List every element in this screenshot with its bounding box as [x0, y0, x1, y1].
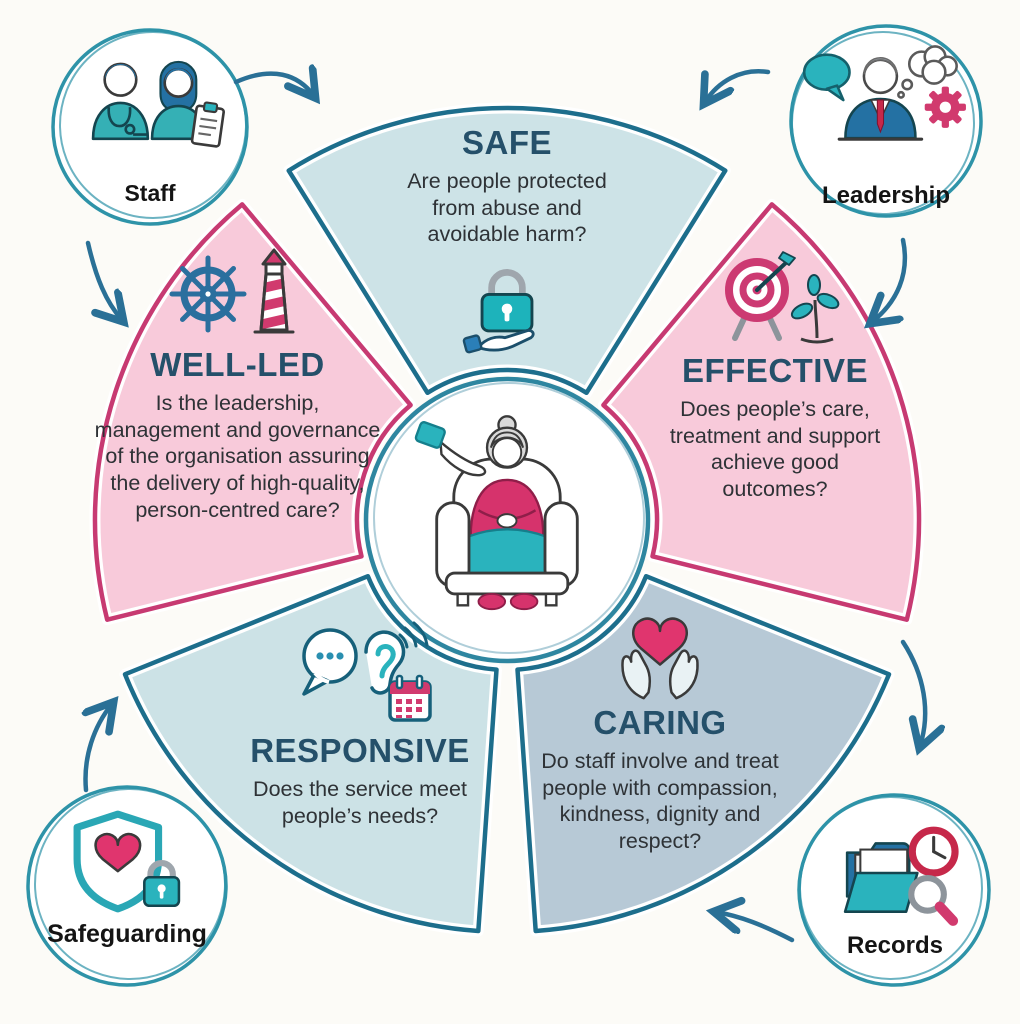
arrow-safeguarding-to-responsive: [86, 704, 112, 793]
segment-effective-shape: [601, 202, 922, 622]
wheel-segments: [89, 102, 925, 937]
segment-safe-shape: [286, 105, 728, 396]
business-leader-icon: [802, 45, 966, 141]
segment-caring-question: Do staff involve and treat people with c…: [541, 749, 779, 853]
segment-caring-shape: [515, 573, 892, 934]
hands-holding-heart-icon: [621, 617, 699, 700]
ship-wheel-lighthouse-icon: [169, 248, 294, 334]
arrow-leadership-to-safe: [705, 69, 771, 102]
records-label: Records: [846, 932, 944, 959]
safeguarding-label: Safeguarding: [47, 920, 207, 948]
segment-well-led-shape: [92, 202, 413, 622]
segment-safe-question: Are people protected from abuse and avoi…: [407, 169, 607, 247]
segment-safe: SAFE Are people protected from abuse and…: [325, 122, 689, 354]
segment-responsive-question: Does the service meet people’s needs?: [253, 777, 467, 828]
arrow-staff-to-well-led: [85, 240, 122, 320]
speech-bubble-ear-calendar-icon: [302, 621, 432, 722]
arrow-leadership-to-effective: [872, 237, 908, 322]
arrow-staff-to-safe: [233, 74, 314, 96]
arrow-caring-to-records: [900, 639, 925, 746]
segment-well-led-title: WELL-LED: [150, 346, 325, 383]
segment-effective-title: EFFECTIVE: [681, 352, 869, 389]
segment-well-led-question: Is the leadership, management and govern…: [94, 391, 381, 522]
segment-effective-question: Does people’s care, treatment and suppor…: [669, 397, 881, 501]
flow-arrows: [85, 69, 926, 943]
staff-label: Staff: [124, 180, 176, 206]
staff-circle: [51, 28, 249, 226]
segment-well-led: WELL-LED Is the leadership, management a…: [80, 244, 395, 523]
segment-caring-title: CARING: [593, 704, 727, 741]
segment-safe-title: SAFE: [461, 124, 552, 161]
arrow-records-to-caring: [716, 912, 795, 943]
lock-in-hand-icon: [462, 269, 535, 354]
segment-caring: CARING Do staff involve and treat people…: [505, 606, 815, 855]
segment-responsive-shape: [122, 573, 499, 934]
medical-staff-icon: [91, 60, 225, 148]
target-arrow-plant-icon: [725, 251, 840, 344]
shield-heart-padlock-icon: [73, 810, 181, 913]
leadership-label: Leadership: [821, 182, 951, 209]
segment-responsive: RESPONSIVE Does the service meet people’…: [195, 620, 525, 829]
segment-responsive-title: RESPONSIVE: [250, 732, 470, 769]
segment-effective: EFFECTIVE Does people’s care, treatment …: [625, 250, 925, 503]
folder-clock-magnifier-icon: [843, 826, 959, 926]
elderly-person-in-armchair-icon: [414, 415, 579, 611]
